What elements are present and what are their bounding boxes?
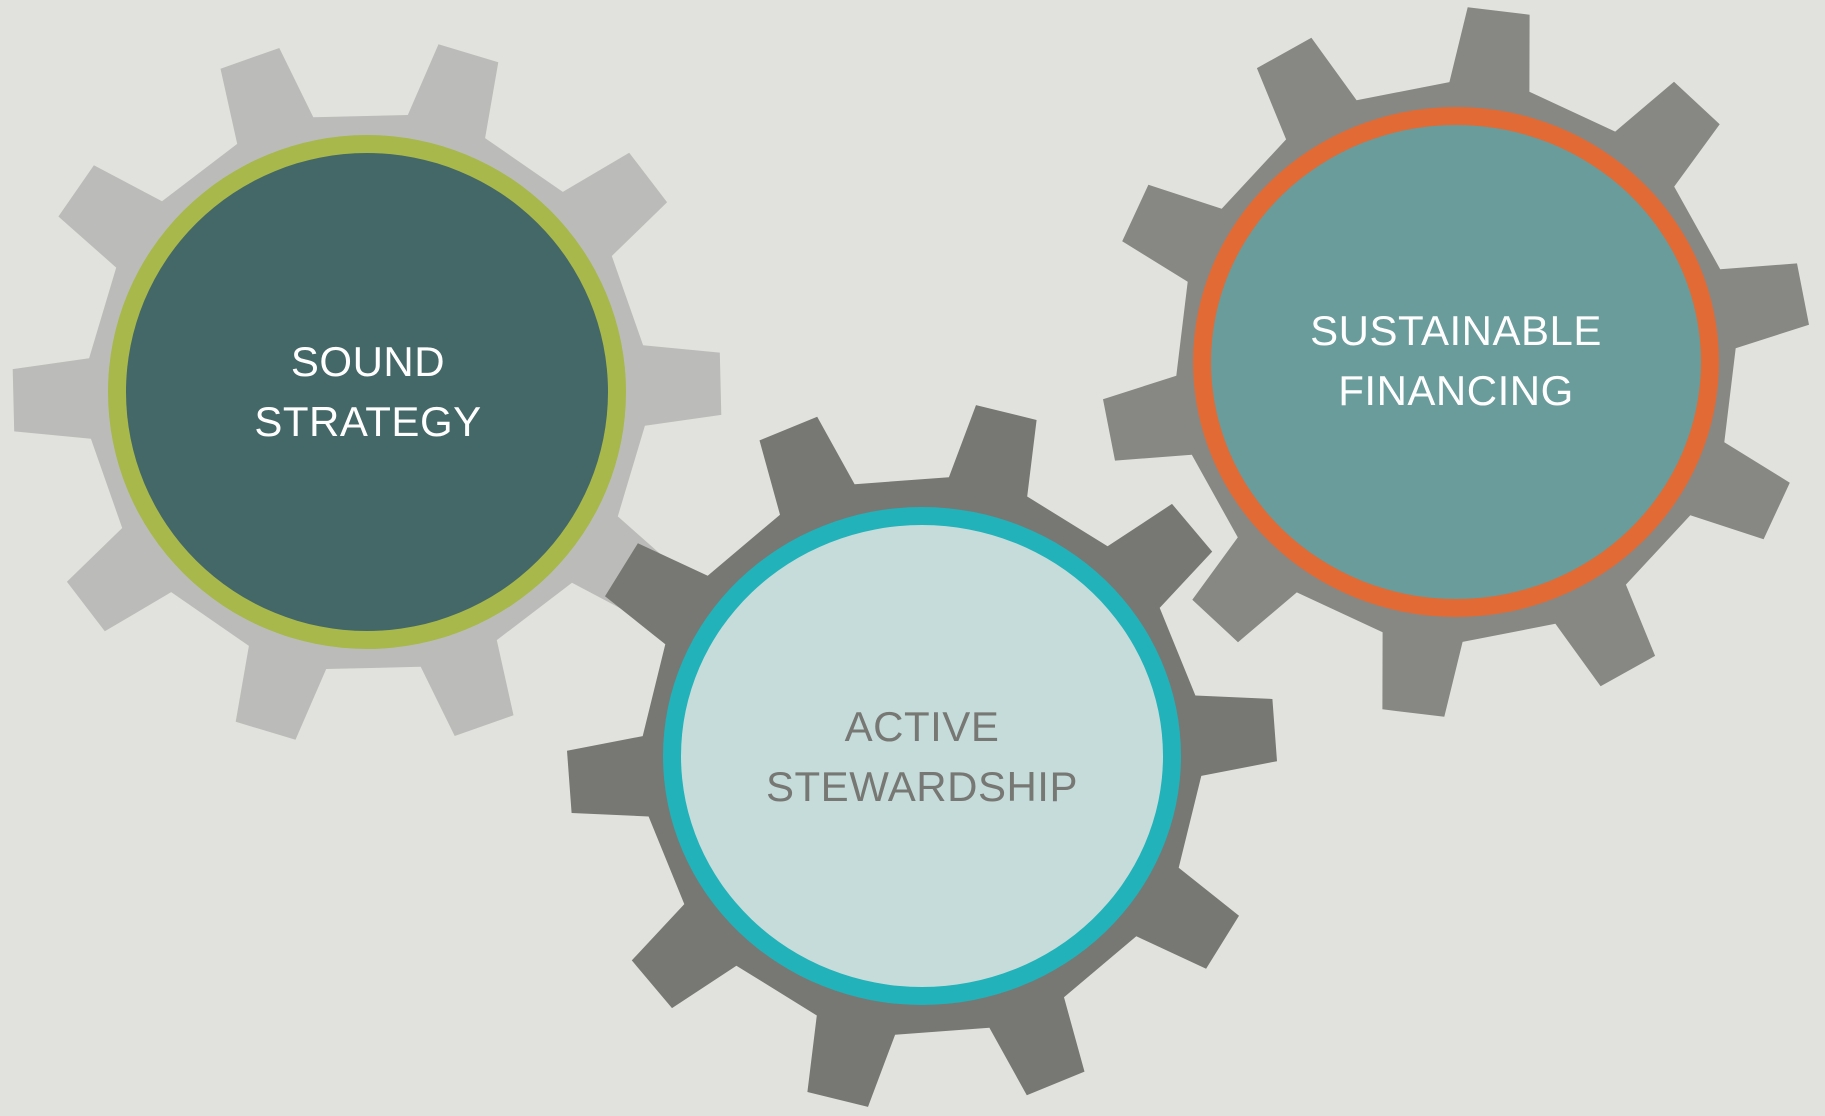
sustainable-financing-disc <box>1211 125 1701 599</box>
sound-strategy-disc <box>126 153 608 631</box>
gear-sound-strategy <box>12 44 722 740</box>
gear-active-stewardship <box>567 405 1277 1107</box>
sustainable-financing-line1: SUSTAINABLE <box>1310 307 1602 354</box>
active-stewardship-disc <box>681 525 1163 987</box>
active-stewardship-label: ACTIVE STEWARDSHIP <box>722 697 1122 817</box>
gear-sustainable-financing <box>1103 7 1809 717</box>
sustainable-financing-line2: FINANCING <box>1338 367 1574 414</box>
sustainable-financing-label: SUSTAINABLE FINANCING <box>1256 301 1656 421</box>
active-stewardship-line2: STEWARDSHIP <box>766 763 1078 810</box>
sound-strategy-line1: SOUND <box>290 338 446 385</box>
active-stewardship-line1: ACTIVE <box>844 703 1000 750</box>
sound-strategy-line2: STRATEGY <box>254 398 482 445</box>
sound-strategy-label: SOUND STRATEGY <box>168 332 568 452</box>
